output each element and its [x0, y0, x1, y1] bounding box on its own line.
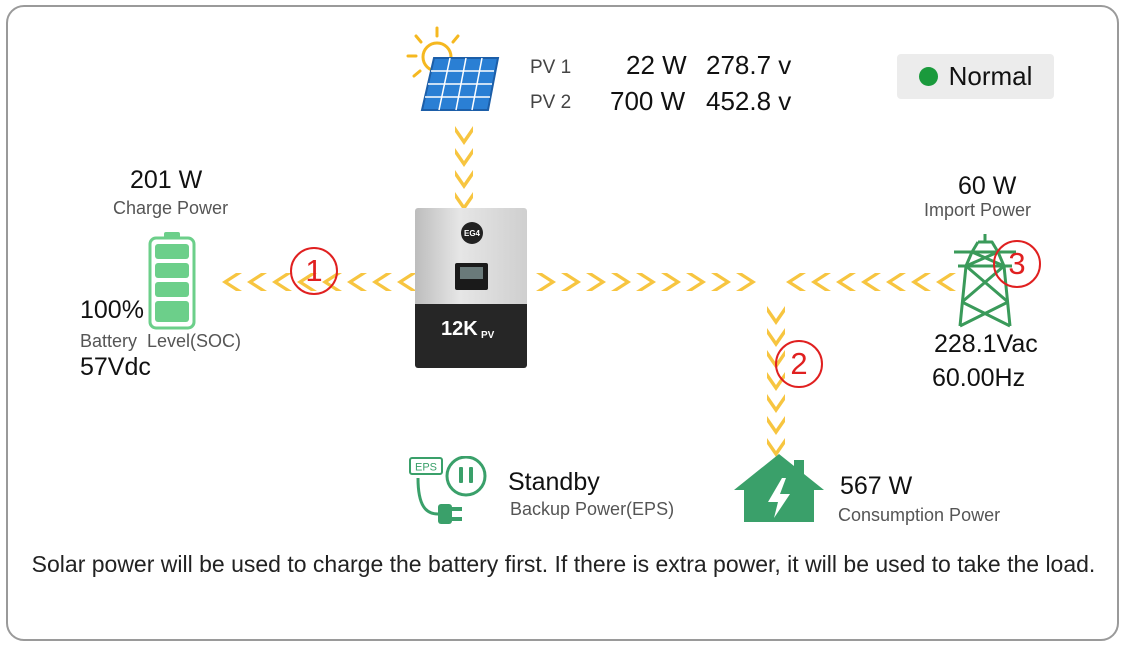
flow-chevron — [455, 192, 473, 211]
status-label: Normal — [948, 61, 1033, 91]
flow-chevron — [586, 273, 606, 291]
flow-chevron — [561, 273, 581, 291]
grid-import-flow-arrows — [786, 273, 956, 291]
pv2-power: 700 W — [610, 86, 686, 116]
flow-chevron — [786, 273, 806, 291]
grid-frequency: 60.00Hz — [932, 364, 1026, 392]
battery-icon — [148, 232, 196, 330]
flow-chevron — [767, 416, 785, 435]
flow-chevron — [247, 273, 267, 291]
flow-chevron — [455, 148, 473, 167]
inverter-display — [455, 263, 488, 290]
marker-2: 2 — [775, 340, 823, 388]
inverter-to-load-flow-arrows — [536, 273, 756, 291]
eps-state: Standby — [508, 468, 600, 496]
status-badge: Normal — [897, 54, 1054, 99]
flow-chevron — [272, 273, 292, 291]
inverter-icon: EG4 12K PV — [415, 208, 527, 368]
flow-chevron — [886, 273, 906, 291]
flow-chevron — [767, 328, 785, 347]
pv-flow-arrows — [455, 126, 473, 211]
flow-chevron — [661, 273, 681, 291]
eps-icon-text: EPS — [415, 462, 437, 474]
battery-level-label: Battery Level(SOC) — [80, 331, 242, 351]
house-icon — [734, 454, 824, 522]
flow-chevron — [536, 273, 556, 291]
flow-chevron — [222, 273, 242, 291]
battery-level: 100% — [80, 296, 144, 324]
battery-charge-power: 201 W — [130, 166, 203, 194]
pv2-voltage: 452.8 v — [706, 86, 792, 116]
load-label: Consumption Power — [838, 505, 1001, 525]
explanation-caption: Solar power will be used to charge the b… — [31, 551, 1096, 577]
flow-chevron — [736, 273, 756, 291]
eps-outlet-icon: EPS — [409, 456, 487, 524]
flow-chevron — [611, 273, 631, 291]
inverter-model: 12K — [441, 318, 478, 340]
flow-chevron — [372, 273, 392, 291]
grid-import-power: 60 W — [958, 172, 1017, 200]
grid-import-power-label: Import Power — [924, 200, 1032, 220]
marker-1: 1 — [290, 247, 338, 295]
flow-chevron — [686, 273, 706, 291]
status-dot-icon — [918, 67, 938, 86]
flow-chevron — [767, 394, 785, 413]
flow-chevron — [767, 372, 785, 391]
flow-chevron — [347, 273, 367, 291]
load-power: 567 W — [840, 472, 913, 500]
flow-chevron — [936, 273, 956, 291]
battery-voltage: 57Vdc — [80, 353, 151, 381]
flow-chevron — [911, 273, 931, 291]
pv1-label: PV 1 — [530, 57, 572, 78]
pv2-label: PV 2 — [530, 92, 572, 113]
flow-chevron — [397, 273, 417, 291]
flow-chevron — [861, 273, 881, 291]
flow-chevron — [767, 438, 785, 457]
flow-chevron — [711, 273, 731, 291]
inverter-model-sub: PV — [481, 330, 495, 341]
flow-chevron — [455, 170, 473, 189]
pv1-power: 22 W — [626, 50, 687, 80]
marker-3: 3 — [993, 240, 1041, 288]
diagram-frame — [6, 5, 1119, 641]
grid-voltage: 228.1Vac — [934, 330, 1038, 358]
flow-chevron — [767, 306, 785, 325]
eps-label: Backup Power(EPS) — [510, 499, 675, 519]
flow-chevron — [811, 273, 831, 291]
flow-chevron — [836, 273, 856, 291]
battery-charge-power-label: Charge Power — [113, 198, 229, 218]
solar-panel-icon — [406, 26, 500, 111]
pv1-voltage: 278.7 v — [706, 50, 792, 80]
flow-chevron — [636, 273, 656, 291]
flow-chevron — [455, 126, 473, 145]
inverter-brand-logo: EG4 — [461, 222, 483, 244]
